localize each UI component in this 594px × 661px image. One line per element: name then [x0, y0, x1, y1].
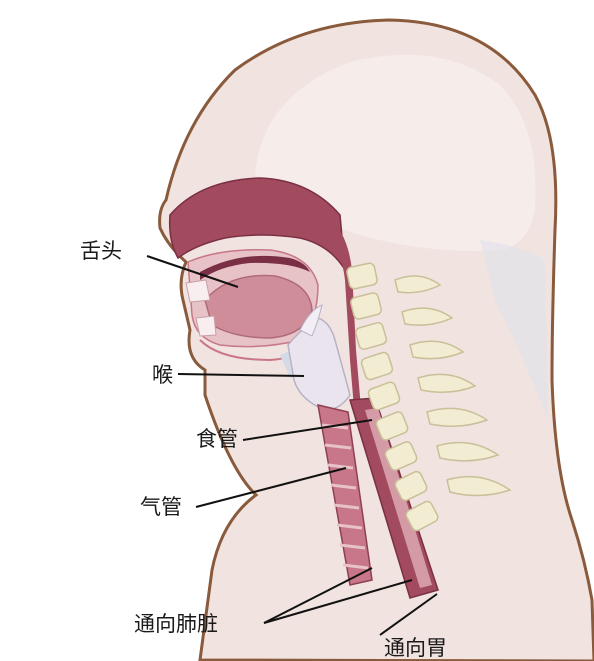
label-to-lungs: 通向肺脏	[134, 612, 218, 636]
label-larynx: 喉	[152, 363, 173, 387]
label-trachea: 气管	[140, 495, 182, 519]
upper-teeth	[186, 280, 210, 302]
lower-teeth	[196, 316, 216, 336]
label-esophagus: 食管	[196, 427, 238, 451]
label-tongue: 舌头	[80, 239, 122, 263]
label-to-stomach: 通向胃	[384, 636, 447, 660]
